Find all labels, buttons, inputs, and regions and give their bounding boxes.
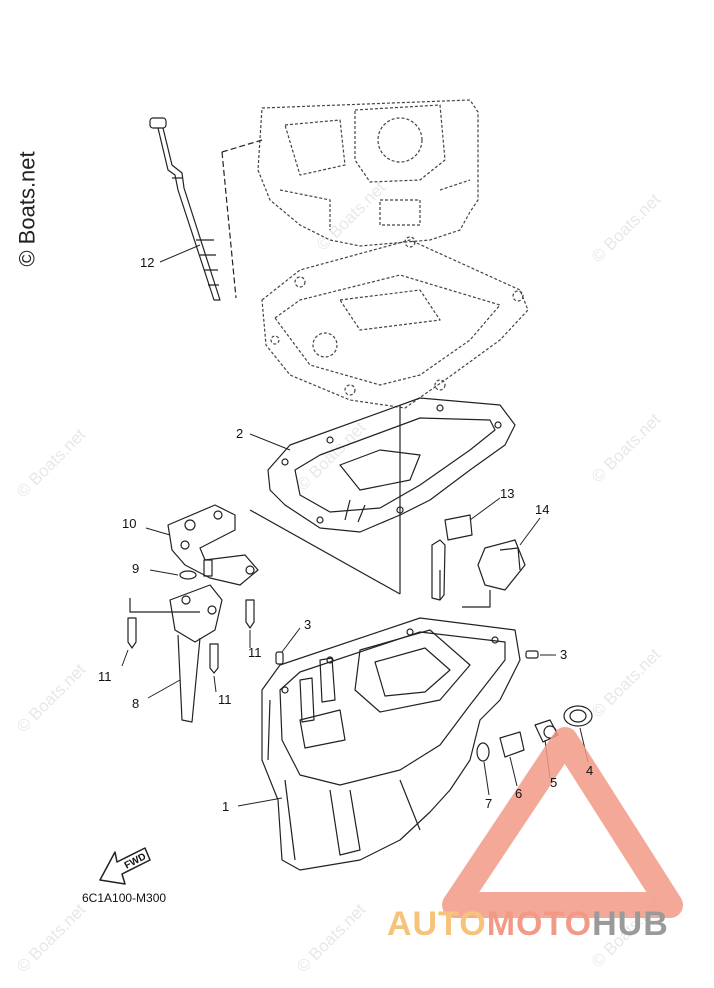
cover-plate [261,236,529,409]
bracket [477,539,526,591]
label-11c: 11 [218,692,232,707]
label-1: 1 [222,799,230,814]
brand-wordmark: AUTOMOTOHUB [387,905,669,944]
label-14: 14 [535,502,550,517]
brand-logo-icon [442,727,683,918]
brand-part-auto: AUTO [387,905,487,943]
fwd-arrow-icon [99,847,151,885]
dowel-pin [525,650,539,659]
dipstick [149,117,221,301]
label-11: 11 [248,645,262,660]
label-10: 10 [122,516,137,531]
label-5: 5 [550,775,558,790]
leader-line [439,570,491,608]
label-6: 6 [515,786,523,801]
label-7: 7 [485,796,493,811]
copyright-text: © Boats.net [14,151,40,267]
bolt [127,559,255,674]
leader-line [221,139,263,299]
label-12: 12 [140,255,155,270]
diagram-code: 6C1A100-M300 [82,891,167,905]
brand-part-hub: HUB [592,905,669,943]
label-4: 4 [586,763,594,778]
leader-line [249,509,401,595]
label-2: 2 [236,426,244,441]
label-3: 3 [304,617,312,632]
label-13: 13 [500,486,515,501]
leader-line [129,598,200,613]
engine-block-outline [257,99,479,247]
brand-part-moto: MOTO [486,905,593,943]
label-3b: 3 [560,647,568,662]
oil-pan [261,617,521,871]
label-11b: 11 [98,669,112,684]
label-8: 8 [132,696,140,711]
oil-strainer [167,504,259,723]
gasket [267,397,516,533]
label-leaders [121,244,589,807]
dowel-pin [275,651,284,665]
pipe [431,514,473,601]
label-9: 9 [132,561,140,576]
